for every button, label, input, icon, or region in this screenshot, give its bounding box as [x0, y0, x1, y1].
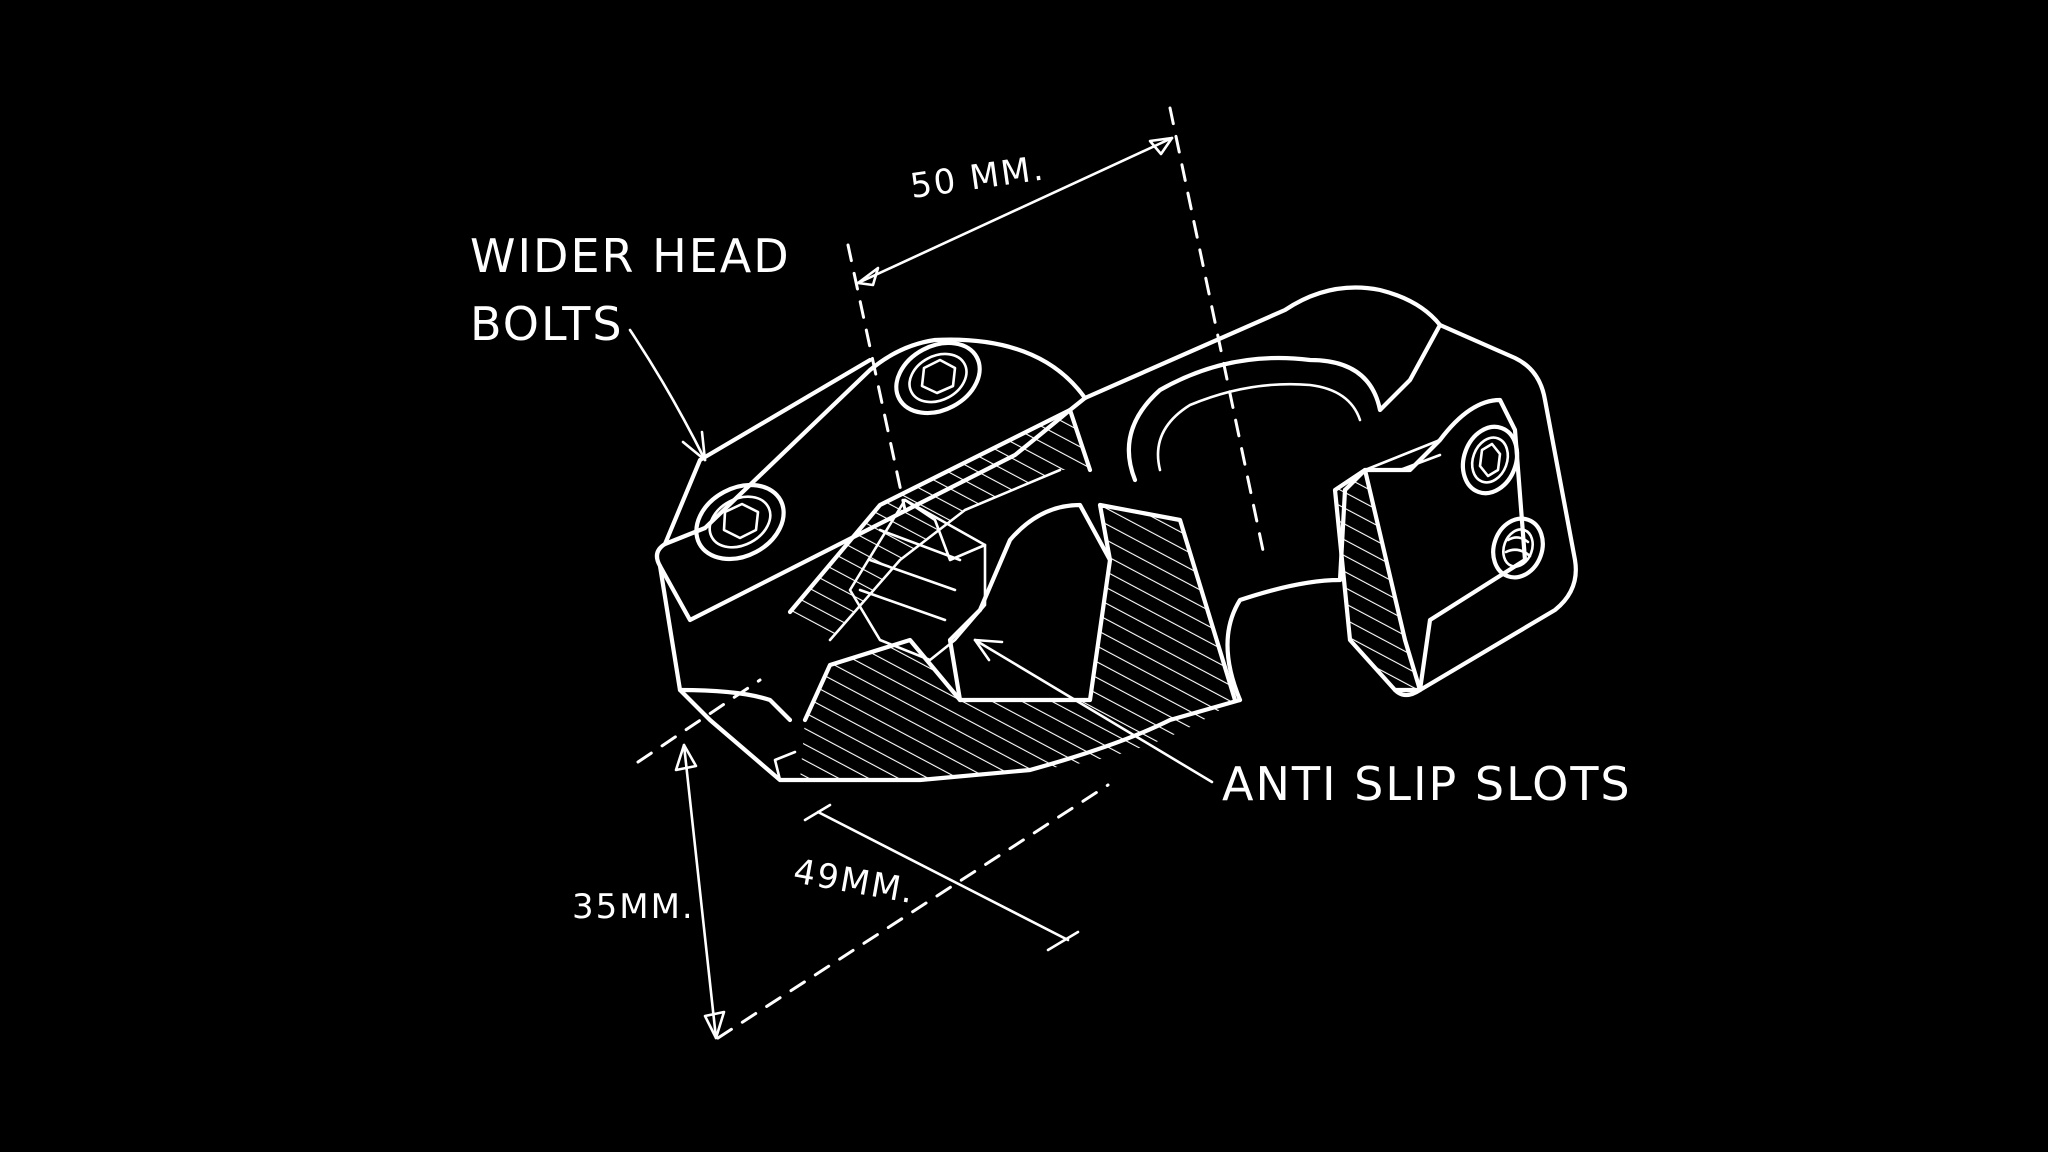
- threaded-hole-icon: [1491, 516, 1545, 580]
- wider-head-callout: [628, 328, 707, 462]
- right-clamp-ring: [1082, 285, 1578, 703]
- anti-slip-label: ANTI SLIP SLOTS: [1222, 757, 1632, 811]
- bolts-label: BOLTS: [470, 297, 624, 351]
- wider-head-label: WIDER HEAD: [470, 229, 791, 283]
- upper-section-hatch: [790, 410, 1090, 640]
- hex-socket-bolt-icon: [1460, 424, 1520, 496]
- anti-slip-callout: [973, 638, 1214, 784]
- dimension-50mm: [846, 106, 1267, 562]
- cross-section-hatch: [800, 505, 1235, 780]
- left-clamp-body: [654, 337, 1243, 783]
- height-label: 35MM.: [572, 887, 695, 927]
- ring-end-hatch: [1335, 470, 1420, 690]
- dimension-35mm: [636, 678, 762, 1040]
- hex-socket-bolt-icon: [694, 482, 786, 562]
- dimension-49mm: [716, 783, 1110, 1040]
- hex-socket-bolt-icon: [894, 340, 982, 416]
